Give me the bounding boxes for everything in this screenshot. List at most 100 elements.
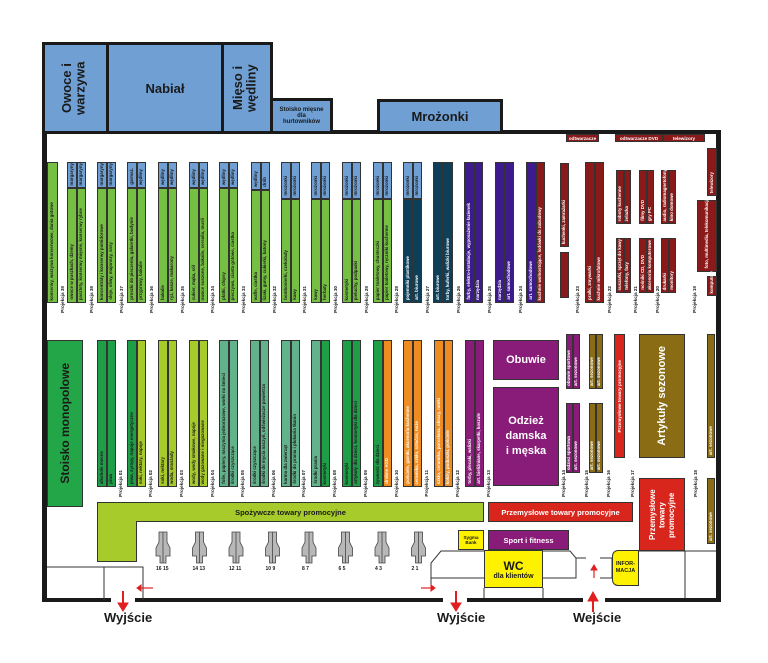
arrow-entrance-head bbox=[587, 590, 599, 602]
shelf-strip: bombonierki, czekolady bbox=[281, 199, 291, 303]
shelf-strip: soki, nektary bbox=[158, 340, 168, 487]
shelf-strip: art. sezonowe bbox=[707, 334, 715, 458]
aisle-strip-row: foto, multimedia, telekomunikacja bbox=[697, 198, 717, 272]
shelf-strip: nośniki CD, DVD bbox=[639, 238, 647, 293]
shelf-strip: środki czyszczące bbox=[228, 340, 238, 487]
shelf-strip: foto, multimedia, telekomunikacja bbox=[697, 198, 717, 272]
entrance-label: Wejście bbox=[573, 610, 622, 625]
aisle-cap-row: garmaż.wędliny bbox=[127, 162, 146, 188]
area-label: Sport i fitness bbox=[503, 535, 554, 545]
area-label: Sygma Bank bbox=[463, 534, 479, 545]
section-frozen: Mrożonki bbox=[377, 99, 503, 134]
shelf-label: odtwarzacze DVD bbox=[619, 135, 659, 141]
area-information[interactable]: INFOR- MACJA bbox=[612, 550, 639, 586]
shelf-strip: kawy bbox=[290, 199, 300, 303]
shelf-strip: art. sezonowe bbox=[589, 403, 596, 473]
cap-strip: wędliny bbox=[251, 162, 261, 190]
shelf-strip: art. sezonowe bbox=[573, 334, 580, 389]
shelf-strip: kosmetyki bbox=[320, 340, 330, 487]
wall-bottom bbox=[605, 598, 721, 602]
cap-strip: margaryny bbox=[67, 162, 77, 188]
checkout-number: 16 15 bbox=[156, 566, 169, 572]
area-label: Obuwie bbox=[506, 354, 546, 366]
shelf-strip bbox=[560, 252, 569, 298]
cap-strip: wędliny bbox=[189, 162, 199, 188]
shelf-strip: art. samochodowe bbox=[504, 162, 514, 303]
exit-middle-label: Wyjście bbox=[437, 610, 486, 625]
cap-strip: margaryny bbox=[97, 162, 107, 188]
shelf-strip: wafle, ciastka bbox=[251, 190, 261, 303]
arrow-exit-middle-head bbox=[450, 602, 462, 612]
wc-title: WC bbox=[503, 558, 524, 573]
wall-top bbox=[500, 130, 721, 134]
cap-strip: wędliny bbox=[219, 162, 229, 188]
section-meat: Mięso i wędliny bbox=[221, 42, 273, 134]
shelf-strip: pościele, garnki, akcesoria kuchenne bbox=[403, 340, 413, 487]
checkout-number: 2 1 bbox=[411, 566, 419, 572]
shelf-strip: środki do prania i płukania tkanin bbox=[290, 340, 300, 487]
shelf-label: telewizory bbox=[672, 135, 696, 141]
shelf-strip: piwa, syropy, napoje energetyczne bbox=[127, 340, 137, 487]
wall-right bbox=[716, 130, 721, 602]
aisle-strip-row: farby, elektro-instalacje, wyposażenie ł… bbox=[464, 162, 483, 303]
shelf-strip: przyprawy, bakalie bbox=[136, 188, 146, 303]
cap-strip: garmaż. bbox=[127, 162, 137, 188]
cap-strip: mrożonki bbox=[403, 162, 413, 199]
shelf-strip: narzędzia bbox=[473, 162, 483, 303]
shelf-strip: oleje, oliwy, majonezy, sosy bbox=[106, 188, 116, 303]
shelf-strip: gry PC bbox=[646, 170, 654, 224]
wall-bottom bbox=[42, 598, 111, 602]
area-monopol: Stoisko monopolowe bbox=[47, 340, 83, 507]
cap-strip: drób bbox=[260, 162, 270, 190]
checkout-number: 4 3 bbox=[375, 566, 382, 572]
exit-left-label: Wyjście bbox=[104, 610, 153, 625]
shelf-strip: torby, plecaki, walizki bbox=[465, 340, 475, 487]
shelf-strip: komputery bbox=[707, 271, 717, 296]
shelf-strip: kawy bbox=[311, 199, 321, 303]
cap-strip: mrożonki bbox=[342, 162, 352, 199]
shelf-strip: woda, oranżady bbox=[167, 340, 177, 487]
area-label: Odzież damska i męska bbox=[505, 415, 547, 457]
shelf-strip: art. sezonowe bbox=[707, 478, 715, 544]
shelf-strip: papier toaletowy, ręczniki kuchenne bbox=[382, 199, 392, 303]
aisle-upper: kuchenki, zamrażarki bbox=[560, 163, 569, 247]
shelf-strip: art. sezonowe bbox=[596, 334, 603, 389]
aisle-strip-row: proszki do pieczenia, galaretki, budynie… bbox=[127, 188, 146, 303]
shelf-strip: żelazka bbox=[623, 170, 631, 224]
shelf-strip: pieczywo, ciasta gotowe, ciastka bbox=[228, 188, 238, 303]
shelf-strip: folie, papiery, naczynia jednorazowe, wo… bbox=[219, 340, 229, 487]
shelf-strip: płatki, chipsy bbox=[219, 188, 229, 303]
shelf-strip: telefony, faxy bbox=[623, 238, 631, 293]
cap-strip: mrożonki bbox=[382, 162, 392, 199]
aisle-upper: konserwy, warzywa konserwowe, dania goto… bbox=[47, 162, 58, 303]
shelf-strip: owoce w puszkach, dżemy bbox=[67, 188, 77, 303]
shelf-strip: art. sezonowe bbox=[596, 403, 603, 473]
cap-strip: margaryny bbox=[76, 162, 86, 188]
shelf-strip: proszki do pieczenia, galaretki, budynie bbox=[127, 188, 137, 303]
